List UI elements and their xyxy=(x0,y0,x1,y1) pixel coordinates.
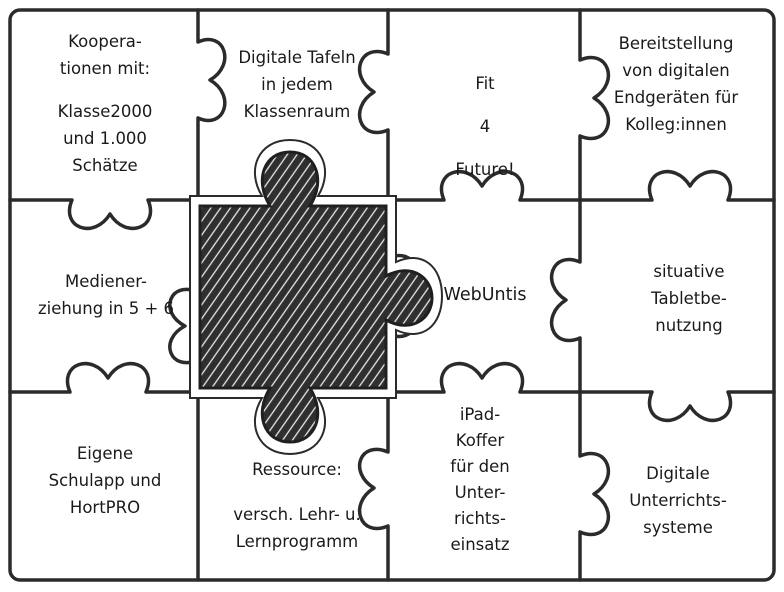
tile-text: Digitale Tafeln xyxy=(238,48,356,67)
tile-text: für den xyxy=(450,457,510,476)
center-puzzle-piece-icon xyxy=(198,150,434,444)
tile-text: 4 xyxy=(479,117,491,136)
vertical-seam-3 xyxy=(549,8,611,582)
tile-text: Koffer xyxy=(455,431,505,450)
tile-text: Tabletbe- xyxy=(651,289,727,308)
tile-ressource: Ressource: versch. Lehr- u. Lernprogramm xyxy=(212,456,382,555)
tile-medien: Mediener- ziehung in 5 + 6 xyxy=(24,268,188,322)
tile-text: Unter- xyxy=(454,483,506,502)
tile-text: Ressource: xyxy=(252,460,342,479)
tile-text: systeme xyxy=(643,518,713,537)
tile-text: Eigene xyxy=(76,444,134,463)
tile-tafeln: Digitale Tafeln in jedem Klassenraum xyxy=(212,44,382,125)
tile-text: versch. Lehr- u. xyxy=(233,505,361,524)
tile-text: nutzung xyxy=(655,316,723,335)
tile-webuntis: WebUntis xyxy=(420,282,550,309)
tile-text: situative xyxy=(653,262,725,281)
horizontal-seam-1 xyxy=(8,169,776,231)
tile-text: Klasse2000 xyxy=(57,102,153,121)
tile-text: Kolleg:innen xyxy=(625,115,727,134)
tile-text: WebUntis xyxy=(443,285,527,305)
tile-text: tionen mit: xyxy=(59,59,151,78)
tile-text: Fit xyxy=(475,74,495,93)
tile-text: in jedem xyxy=(261,75,333,94)
tile-text: richts- xyxy=(454,509,506,528)
tile-text: Digitale xyxy=(646,464,710,483)
tile-kooperation: Koopera- tionen mit: Klasse2000 und 1.00… xyxy=(30,28,180,179)
tile-text: Endgeräten für xyxy=(613,88,739,107)
tile-text: Bereitstellung xyxy=(618,34,734,53)
tile-systeme: Digitale Unterrichts- systeme xyxy=(598,460,758,541)
tile-text: HortPRO xyxy=(69,498,141,517)
tile-text: iPad- xyxy=(459,405,501,424)
tile-fit: Fit 4 Future! xyxy=(420,62,550,191)
tile-tablet: situative Tabletbe- nutzung xyxy=(614,258,764,339)
tile-ipad: iPad- Koffer für den Unter- richts- eins… xyxy=(410,402,550,558)
horizontal-seam-2 xyxy=(8,361,776,423)
tile-text: Schätze xyxy=(72,156,138,175)
tile-schulapp: Eigene Schulapp und HortPRO xyxy=(20,440,190,521)
tile-text: ziehung in 5 + 6 xyxy=(37,299,175,318)
tile-text: Koopera- xyxy=(68,32,142,51)
tile-text: Mediener- xyxy=(65,272,147,291)
tile-text: einsatz xyxy=(450,535,510,554)
tile-text: und 1.000 xyxy=(63,129,147,148)
tile-bereitstellung: Bereitstellung von digitalen Endgeräten … xyxy=(596,30,756,138)
tile-text: Lernprogramm xyxy=(235,532,359,551)
tile-text: Schulapp und xyxy=(48,471,162,490)
tile-text: Future! xyxy=(455,160,515,179)
tile-text: Unterrichts- xyxy=(629,491,727,510)
tile-text: Klassenraum xyxy=(243,102,351,121)
tile-text: von digitalen xyxy=(622,61,730,80)
